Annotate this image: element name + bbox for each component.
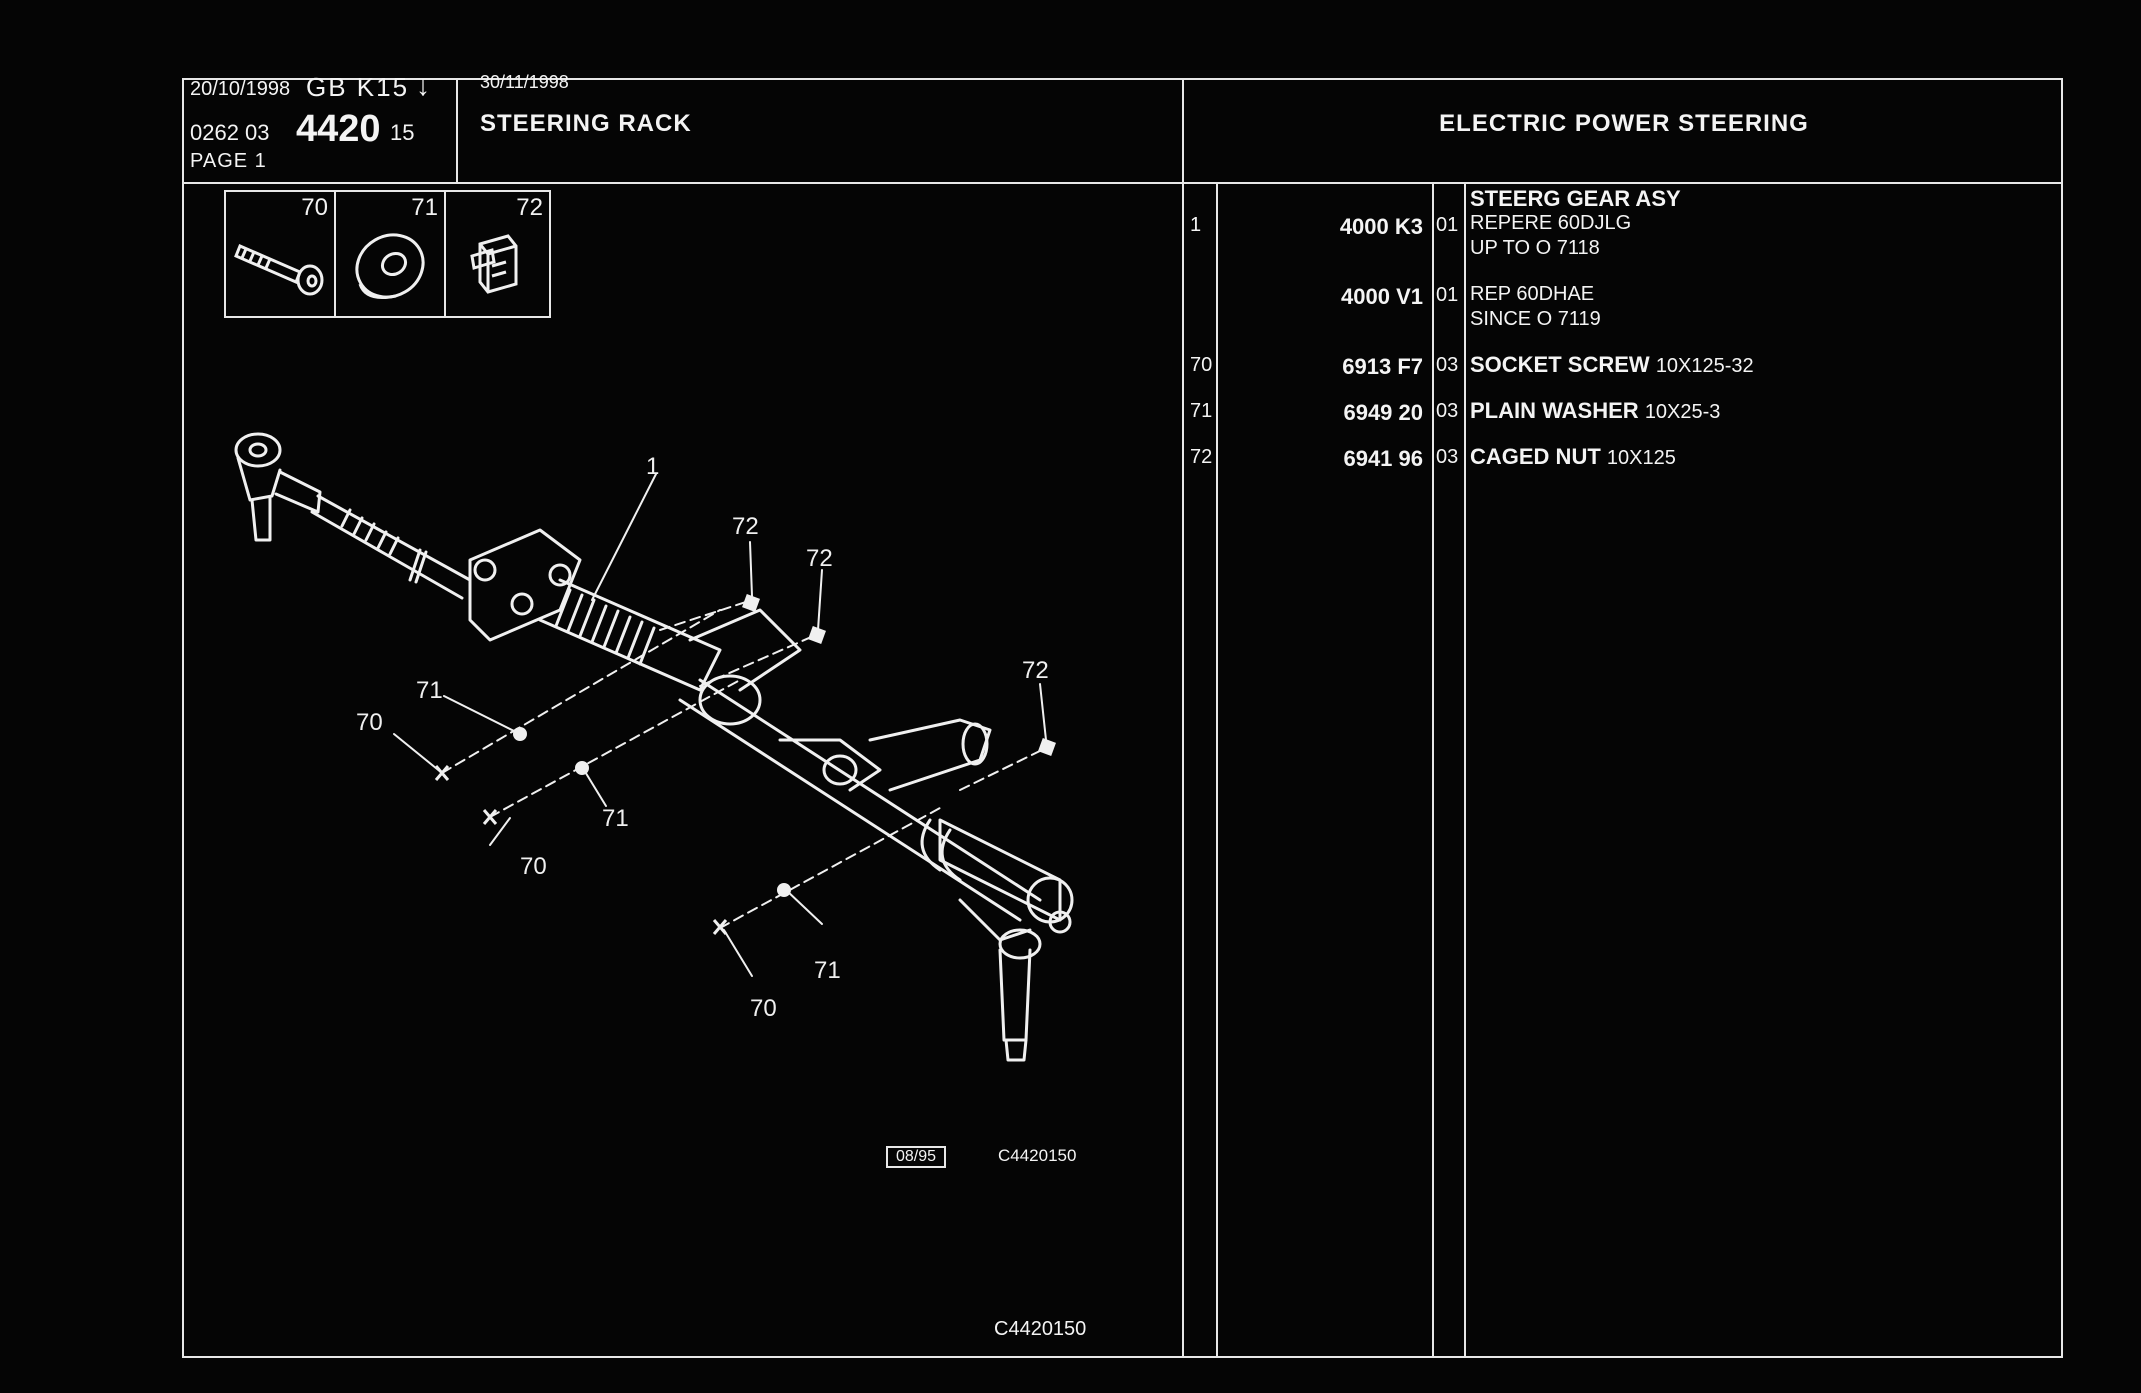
divider-header bbox=[182, 182, 2063, 184]
part-name: SOCKET SCREW bbox=[1470, 352, 1650, 377]
part-note: SINCE O 7119 bbox=[1470, 308, 1601, 330]
part-description: SOCKET SCREW 10X125-32 bbox=[1470, 352, 1754, 379]
fastener-markers bbox=[513, 594, 1056, 897]
issue-date: 20/10/1998 bbox=[190, 78, 291, 100]
part-number[interactable]: 4000 K3 bbox=[1339, 214, 1423, 239]
divider-vertical-main bbox=[1182, 78, 1184, 1358]
callout-72: 72 bbox=[732, 513, 759, 540]
part-spec: 10X125-32 bbox=[1655, 355, 1754, 377]
divider-col-pn bbox=[1432, 182, 1434, 1358]
leader-lines bbox=[393, 473, 1047, 977]
part-spec: 10X125 bbox=[1606, 447, 1676, 469]
drawing-reference: C4420150 bbox=[998, 1146, 1077, 1165]
divider-col-item bbox=[1216, 182, 1218, 1358]
callout-70: 70 bbox=[750, 995, 777, 1022]
divider-col-qty bbox=[1464, 182, 1466, 1358]
callout-72: 72 bbox=[1022, 657, 1049, 684]
part-number[interactable]: 6913 F7 bbox=[1342, 354, 1423, 379]
drawing-date-box: 08/95 bbox=[886, 1146, 947, 1168]
quantity: 01 bbox=[1436, 284, 1459, 306]
subsection-title: ELECTRIC POWER STEERING bbox=[1439, 110, 1809, 137]
callout-70: 70 bbox=[520, 853, 547, 880]
part-description: CAGED NUT 10X125 bbox=[1470, 444, 1676, 471]
tie-rod-left bbox=[310, 494, 472, 600]
callout-71: 71 bbox=[416, 677, 443, 704]
ref-suffix: 15 bbox=[390, 120, 415, 145]
screw-markers bbox=[434, 765, 728, 935]
thumbnail-number: 72 bbox=[516, 194, 543, 221]
fastener-lines bbox=[441, 599, 1047, 929]
item-number: 71 bbox=[1190, 400, 1213, 422]
hardware-thumbnails: 70 71 72 bbox=[224, 190, 551, 318]
down-arrow-icon: ↓ bbox=[416, 70, 430, 101]
item-number: 72 bbox=[1190, 446, 1213, 468]
tie-rod-end-left bbox=[234, 432, 322, 542]
socket-screw-icon bbox=[234, 244, 324, 296]
callout-1: 1 bbox=[646, 453, 659, 480]
part-number[interactable]: 6949 20 bbox=[1343, 400, 1423, 425]
plain-washer-icon bbox=[355, 233, 425, 299]
page-number: PAGE 1 bbox=[190, 150, 267, 172]
quantity: 03 bbox=[1436, 354, 1459, 376]
update-date: 30/11/1998 bbox=[480, 72, 569, 92]
part-description: REP 60DHAE SINCE O 7119 bbox=[1470, 282, 1601, 332]
drawing-reference-bottom: C4420150 bbox=[994, 1318, 1087, 1340]
part-name: PLAIN WASHER bbox=[1470, 398, 1639, 423]
divider-vertical-header bbox=[456, 78, 458, 182]
thumbnail-72: 72 bbox=[446, 192, 549, 316]
catalog-frame bbox=[182, 78, 2063, 1358]
part-description: STEERG GEAR ASY REPERE 60DJLG UP TO O 71… bbox=[1470, 186, 1681, 261]
caged-nut-icon bbox=[470, 234, 518, 294]
catalog-code: GB K15 bbox=[306, 72, 410, 102]
thumbnail-number: 71 bbox=[411, 194, 438, 221]
callout-72: 72 bbox=[806, 545, 833, 572]
callout-70: 70 bbox=[356, 709, 383, 736]
item-number: 70 bbox=[1190, 354, 1213, 376]
thumbnail-number: 70 bbox=[301, 194, 328, 221]
callout-71: 71 bbox=[602, 805, 629, 832]
section-title: STEERING RACK bbox=[480, 110, 692, 137]
gear-housing bbox=[468, 528, 1074, 934]
part-name: CAGED NUT bbox=[1470, 444, 1601, 469]
thumbnail-70: 70 bbox=[226, 192, 336, 316]
part-description: PLAIN WASHER 10X25-3 bbox=[1470, 398, 1720, 425]
quantity: 03 bbox=[1436, 446, 1459, 468]
callout-71: 71 bbox=[814, 957, 841, 984]
quantity: 01 bbox=[1436, 214, 1459, 236]
ref-main: 4420 bbox=[296, 108, 381, 150]
part-note: UP TO O 7118 bbox=[1470, 237, 1600, 259]
ref-prefix: 0262 03 bbox=[190, 120, 270, 145]
tie-rod-end-right bbox=[958, 898, 1042, 1062]
part-number[interactable]: 6941 96 bbox=[1343, 446, 1423, 471]
part-name: STEERG GEAR ASY bbox=[1470, 186, 1681, 211]
part-number[interactable]: 4000 V1 bbox=[1341, 284, 1423, 309]
thumbnail-71: 71 bbox=[336, 192, 446, 316]
item-number: 1 bbox=[1190, 214, 1202, 236]
part-note: REP 60DHAE bbox=[1470, 283, 1595, 305]
part-note: REPERE 60DJLG bbox=[1470, 212, 1632, 234]
part-spec: 10X25-3 bbox=[1644, 401, 1721, 423]
steering-rack-diagram: 1 72 72 72 71 71 71 70 70 70 bbox=[234, 432, 1074, 1062]
quantity: 03 bbox=[1436, 400, 1459, 422]
